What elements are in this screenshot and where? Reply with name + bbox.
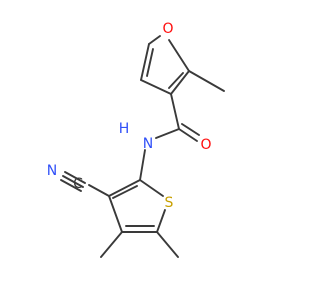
bond-c3-nitrile-c xyxy=(88,184,110,197)
atom-n-nitrile: N xyxy=(47,163,57,179)
bond-carbonyl-o-double xyxy=(181,123,200,136)
bond-thio-c5-s xyxy=(156,209,166,233)
atom-o-furan: O xyxy=(162,21,173,37)
bond-thio-methyl-1 xyxy=(100,231,123,258)
atom-n-amide: N xyxy=(143,136,153,152)
atom-c-nitrile: C xyxy=(73,176,83,192)
bond-c3-carbonyl xyxy=(170,93,180,130)
bond-nitrile-triple-b xyxy=(64,171,86,184)
bond-carbonyl-n xyxy=(155,128,180,139)
bond-thio-c2-c3-inner xyxy=(112,185,138,199)
bond-furan-c2-c3-inner xyxy=(168,72,184,89)
bond-furan-c2-c3 xyxy=(170,70,190,95)
atom-h-amide: H xyxy=(119,121,130,137)
bond-furan-c4-c5-inner xyxy=(146,48,154,77)
bonds xyxy=(60,35,225,258)
bond-n-thiophene xyxy=(139,149,146,181)
bond-thio-c3-c4 xyxy=(108,195,123,233)
bond-furan-c5-o xyxy=(148,35,161,45)
bond-furan-o-c2 xyxy=(168,39,190,72)
bond-carbonyl-o xyxy=(178,128,198,142)
bond-furan-c4-c5 xyxy=(140,43,150,81)
atom-s-thiophene: S xyxy=(165,195,174,211)
bond-thio-methyl-2 xyxy=(156,231,179,258)
bond-furan-c3-c4 xyxy=(140,79,172,95)
atom-labels: O O N H N C S xyxy=(47,21,212,211)
atom-o-carbonyl: O xyxy=(200,137,211,153)
bond-thio-c2-c3 xyxy=(108,179,141,197)
bond-nitrile-triple-a xyxy=(62,175,84,188)
bond-thio-s-c2 xyxy=(139,179,164,197)
bond-nitrile-triple-c xyxy=(60,179,82,192)
molecule-structure-diagram: O O N H N C S xyxy=(47,21,225,258)
bond-furan-methyl xyxy=(188,70,225,92)
